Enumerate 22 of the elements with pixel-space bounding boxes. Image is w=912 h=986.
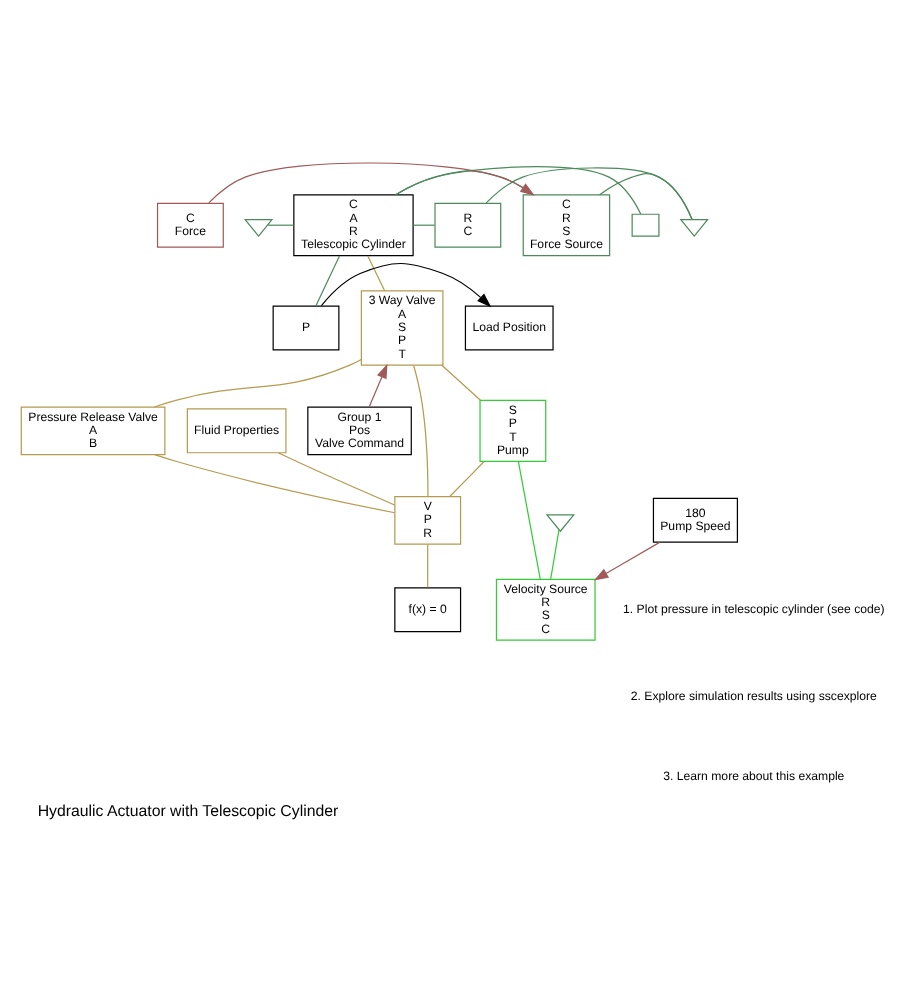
connector bbox=[449, 459, 485, 497]
connector bbox=[315, 254, 341, 306]
connector bbox=[441, 363, 482, 400]
connector bbox=[517, 460, 541, 579]
connector bbox=[413, 363, 429, 496]
connector bbox=[277, 451, 396, 505]
connector bbox=[154, 453, 396, 513]
connector bbox=[367, 254, 386, 291]
node-box bbox=[631, 212, 660, 236]
connector bbox=[599, 172, 693, 220]
node-ground bbox=[545, 513, 576, 532]
connector bbox=[485, 166, 693, 220]
arrow bbox=[320, 261, 492, 307]
arrow bbox=[368, 362, 388, 407]
connector bbox=[267, 223, 295, 225]
connector bbox=[427, 542, 429, 587]
arrow bbox=[593, 540, 661, 580]
connector bbox=[153, 357, 362, 407]
connector bbox=[412, 223, 436, 225]
connector bbox=[550, 528, 560, 579]
node-ground bbox=[679, 218, 709, 237]
node-ground bbox=[243, 218, 274, 237]
